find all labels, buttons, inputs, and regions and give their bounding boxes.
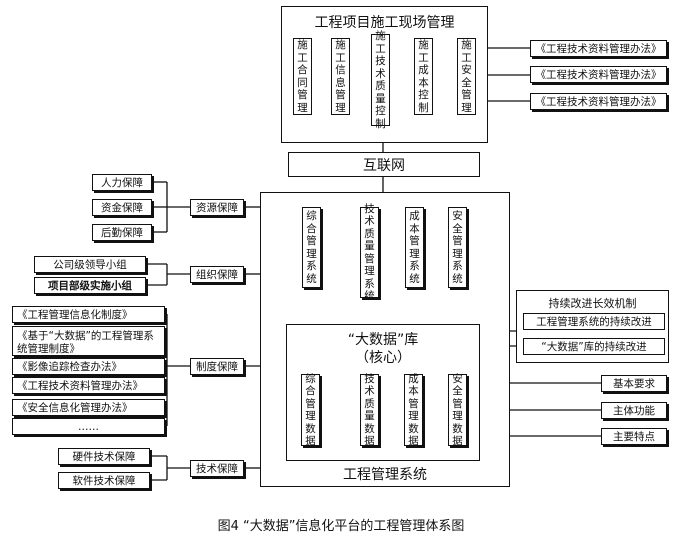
institution-item-info-system: 《工程管理信息化制度》: [12, 306, 165, 323]
figure-caption: 图4 “大数据”信息化平台的工程管理体系图: [217, 519, 465, 534]
site-module-safety: 施工安全管理: [457, 38, 476, 115]
system-module-quality: 技术质量管理系统: [360, 203, 379, 302]
internet-box: 互联网: [288, 152, 480, 177]
institution-item-tech-data: 《工程技术资料管理办法》: [12, 377, 165, 394]
tech-item-software: 软件技术保障: [58, 472, 150, 489]
core-title: “大数据”库: [347, 332, 419, 348]
org-item-company-leadership: 公司级领导小组: [34, 256, 146, 273]
site-ref-1: 《工程技术资料管理办法》: [530, 40, 667, 57]
label-main-features: 主要特点: [601, 428, 667, 445]
site-ref-2: 《工程技术资料管理办法》: [530, 66, 667, 83]
system-module-general: 综合管理系统: [302, 207, 321, 288]
resource-item-logistics: 后勤保障: [92, 224, 152, 241]
organization-guarantee-label: 组织保障: [190, 266, 244, 283]
org-item-project-team: 项目部级实施小组: [34, 277, 146, 294]
institution-item-safety-info: 《安全信息化管理办法》: [12, 399, 165, 416]
mechanism-title: 持续改进长效机制: [548, 297, 637, 310]
institution-item-ellipsis: ……: [12, 418, 165, 435]
core-data-cost: 成本管理数据: [404, 373, 423, 447]
resource-item-manpower: 人力保障: [92, 174, 152, 191]
site-ref-3: 《工程技术资料管理办法》: [530, 93, 667, 110]
site-module-contract: 施工合同管理: [293, 38, 312, 115]
system-title: 工程管理系统: [343, 467, 427, 483]
institution-item-image-tracking: 《影像追踪检查办法》: [12, 358, 165, 375]
site-module-cost-control: 施工成本控制: [414, 38, 433, 115]
resource-guarantee-label: 资源保障: [190, 199, 244, 216]
mechanism-item-database: “大数据”库的持续改进: [523, 338, 665, 355]
technology-guarantee-label: 技术保障: [190, 460, 244, 477]
site-module-information: 施工信息管理: [331, 38, 350, 115]
core-data-quality: 技术质量数据: [360, 373, 379, 447]
tech-item-hardware: 硬件技术保障: [58, 448, 150, 465]
system-module-cost: 成本管理系统: [405, 207, 424, 288]
label-main-functions: 主体功能: [601, 402, 667, 419]
site-management-title: 工程项目施工现场管理: [314, 15, 455, 31]
institution-guarantee-label: 制度保障: [190, 358, 244, 375]
system-module-safety: 安全管理系统: [448, 207, 467, 288]
resource-item-funds: 资金保障: [92, 199, 152, 216]
site-module-quality-control: 施工技术质量控制: [371, 30, 390, 130]
label-basic-requirements: 基本要求: [601, 375, 667, 392]
mechanism-item-system: 工程管理系统的持续改进: [523, 313, 665, 330]
institution-item-bigdata-system: 《基于“大数据”的工程管理系统管理制度》: [12, 326, 165, 356]
core-data-safety: 安全管理数据: [448, 373, 467, 447]
core-data-general: 综合管理数据: [301, 373, 320, 447]
core-subtitle: （核心）: [355, 350, 411, 366]
